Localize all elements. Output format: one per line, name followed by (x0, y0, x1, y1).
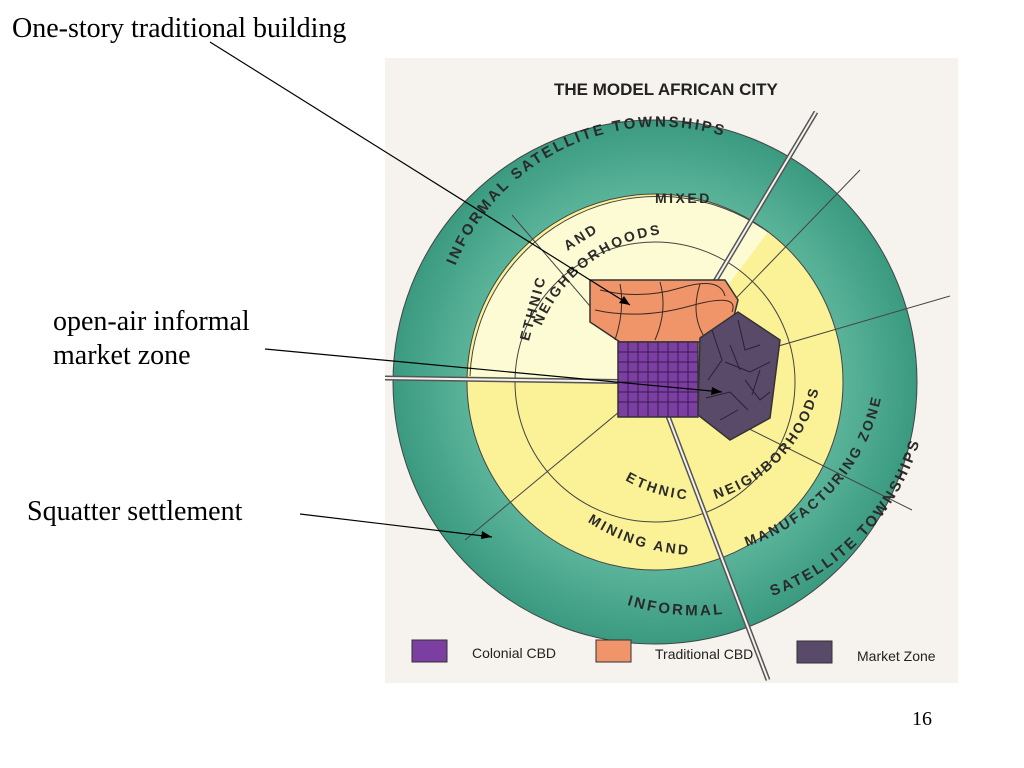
legend-label-traditional: Traditional CBD (655, 646, 753, 662)
arrowhead-squatter (481, 531, 492, 539)
colonial-cbd-grid (618, 342, 698, 417)
zone-label-mixed: MIXED (655, 190, 712, 206)
outer-boundary (392, 119, 918, 645)
arrowhead-market (711, 387, 722, 395)
annotation-squatter-settlement: Squatter settlement (27, 496, 243, 527)
annotation-traditional-building: One-story traditional building (12, 13, 347, 44)
mixed-neighborhoods-outer-sector (469, 195, 769, 377)
page-number: 16 (912, 708, 932, 730)
road-inner (654, 381, 769, 681)
arrowheads (481, 296, 722, 539)
arrow-building (209, 41, 631, 306)
market-zone-stalls (705, 319, 771, 421)
annotation-market-line1: open-air informal (53, 306, 250, 337)
traditional-cbd-streets (594, 281, 734, 341)
legend-swatch-traditional (595, 639, 632, 663)
diagram-title: THE MODEL AFRICAN CITY (554, 80, 778, 99)
annotation-market-line2: market zone (53, 340, 191, 371)
market-zone (697, 311, 781, 441)
legend-label-market: Market Zone (857, 648, 936, 664)
legend-swatch-market (796, 640, 833, 664)
arrow-market (264, 348, 723, 393)
legend-swatch-colonial (411, 639, 448, 663)
arrowhead-building (619, 296, 630, 305)
legend-label-colonial: Colonial CBD (472, 645, 556, 661)
annotation-arrows (209, 41, 723, 538)
arrow-squatter (299, 513, 493, 538)
annotation-market-zone: open-air informal market zone (53, 305, 250, 373)
